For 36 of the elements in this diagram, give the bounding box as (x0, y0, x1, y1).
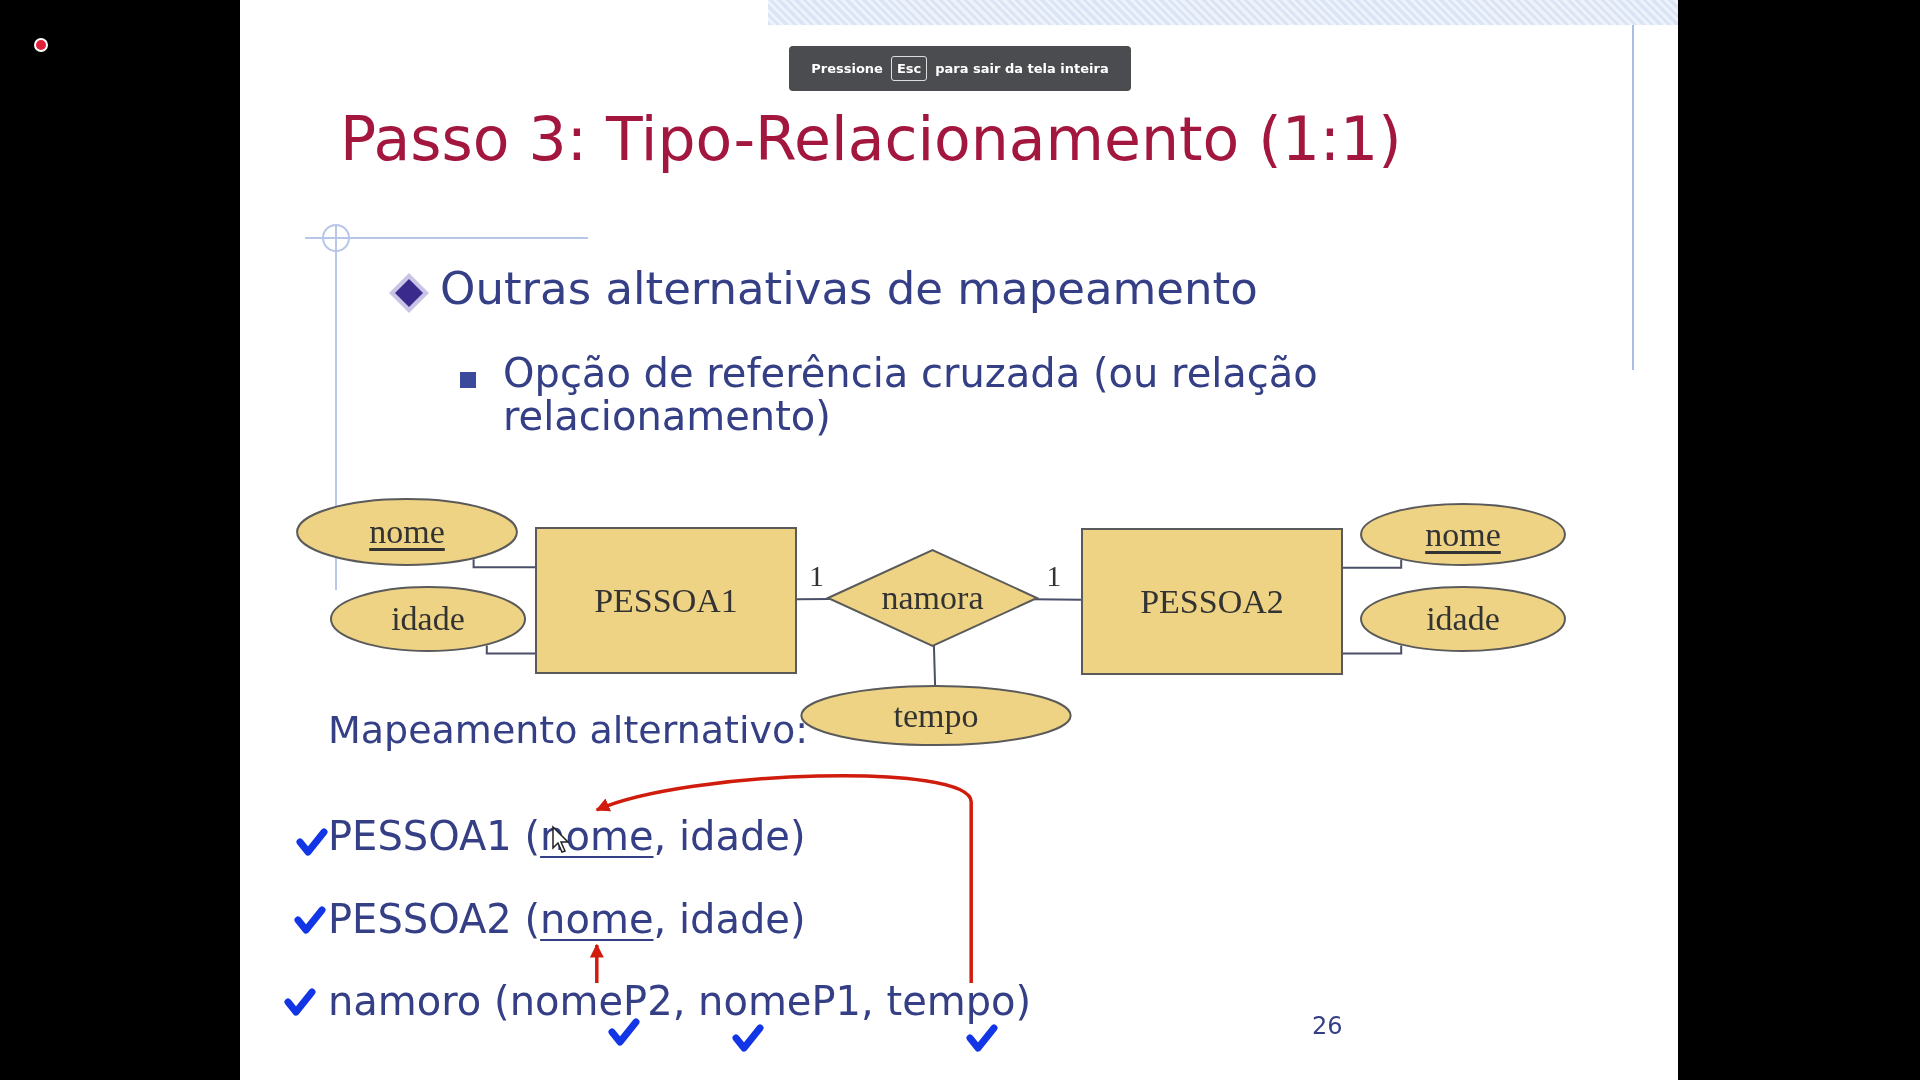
connector-line (1033, 598, 1082, 601)
attribute-ellipse (296, 498, 518, 566)
connector-line (485, 644, 536, 655)
entity-box (535, 527, 797, 674)
attribute-name: tempo (893, 696, 979, 735)
edge-label: 1 (809, 559, 824, 594)
bullet-text: Opção de referência cruzada (ou relação relacionamento) (503, 352, 1319, 439)
entity-name: PESSOA1 (594, 581, 738, 620)
attribute-name: idade (1426, 600, 1500, 638)
entity-box (1081, 528, 1343, 675)
bullet-text: Outras alternativas de mapeamento (440, 262, 1258, 315)
arrow (589, 943, 604, 983)
relation-schema-text: namoro (nomeP2, nomeP1, tempo) (328, 977, 1032, 1025)
arrow (595, 774, 973, 983)
slide-title: Passo 3: Tipo-Relacionamento (1:1) (340, 104, 1402, 174)
attribute-name: nome (369, 513, 445, 551)
attribute-name: nome (1425, 515, 1501, 554)
connector-line (1342, 558, 1403, 569)
page-number: 26 (1312, 1012, 1343, 1040)
banner-text: para sair da tela inteira (935, 61, 1109, 76)
connector-line (472, 558, 536, 569)
connector-line (1342, 644, 1403, 655)
keyboard-key: Esc (890, 56, 928, 81)
attribute-ellipse (1360, 503, 1566, 566)
relationship-name: namora (881, 579, 984, 617)
edge-label: 1 (1046, 559, 1062, 594)
section-heading: Mapeamento alternativo: (328, 708, 808, 752)
connector-line (932, 644, 937, 686)
window-bar (768, 0, 1678, 25)
relationship-diamond (828, 550, 1037, 646)
attribute-ellipse (330, 586, 526, 652)
attribute-ellipse (1360, 586, 1566, 652)
banner-text: Pressione (811, 61, 883, 76)
entity-name: PESSOA2 (1140, 582, 1284, 621)
attribute-name: idade (391, 600, 465, 638)
relation-schema-text: PESSOA2 (nome, idade) (328, 895, 806, 943)
